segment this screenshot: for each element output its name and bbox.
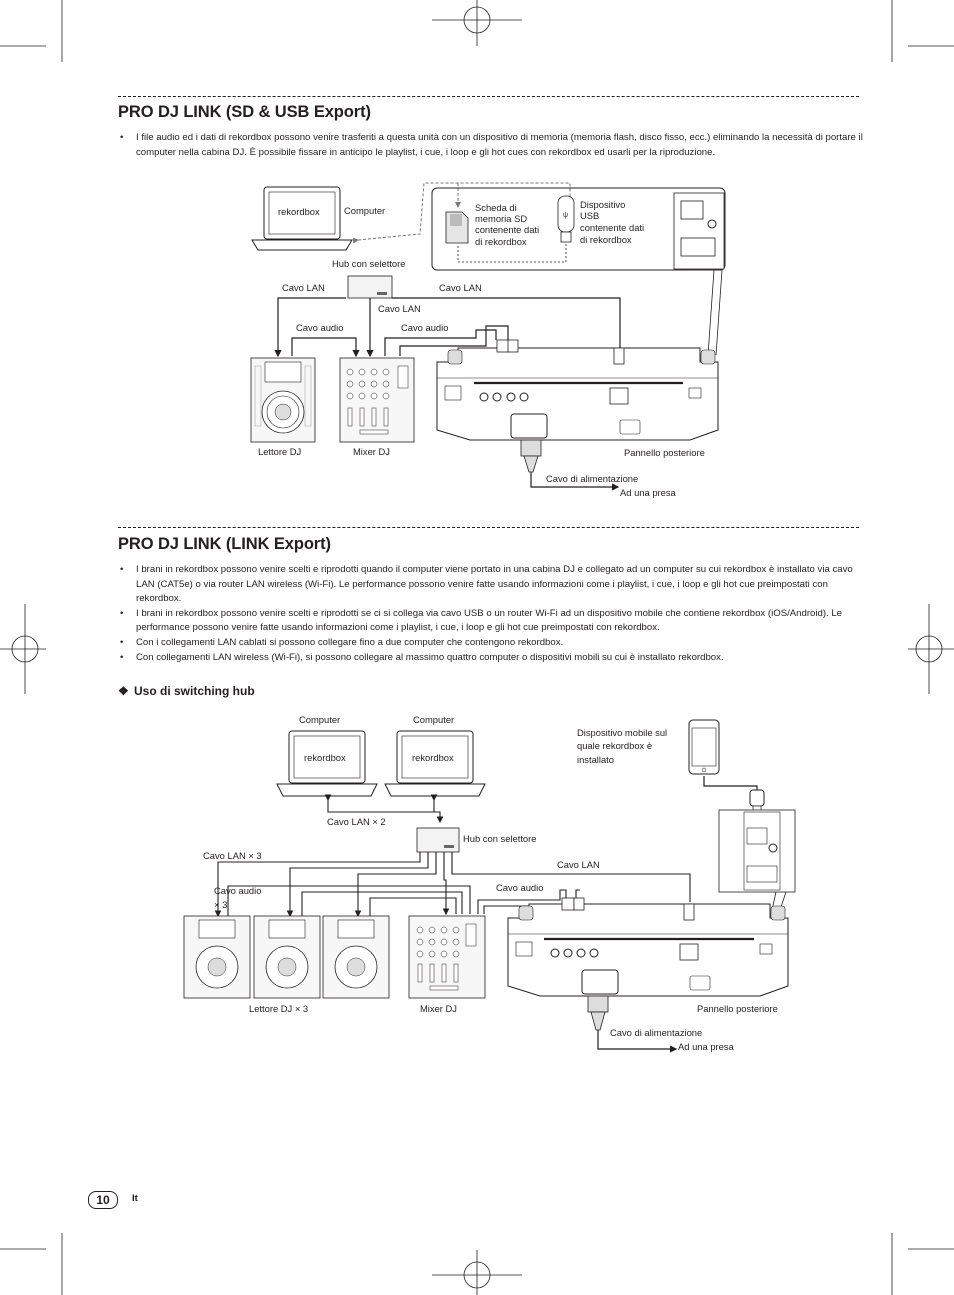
lan-cable-label: Cavo LAN × 3 bbox=[203, 850, 262, 861]
section-divider bbox=[118, 527, 859, 528]
sd-card-icon bbox=[445, 211, 469, 244]
lan-cable-label: Cavo LAN bbox=[439, 282, 482, 293]
laptop-icon bbox=[251, 186, 353, 251]
computer-label: Computer bbox=[299, 714, 340, 725]
sd-card-label-line: contenente dati bbox=[475, 224, 539, 235]
dj-player-icon bbox=[250, 357, 316, 443]
usb-device-label-line: Dispositivo bbox=[580, 199, 625, 210]
sd-card-label-line: Scheda di bbox=[475, 202, 517, 213]
zoomed-front-panel bbox=[673, 192, 725, 270]
dj-players-label: Lettore DJ × 3 bbox=[249, 1003, 308, 1014]
rekordbox-label: rekordbox bbox=[278, 206, 320, 217]
power-cable-icon bbox=[587, 995, 678, 1053]
bullet-list: I file audio ed i dati di rekordbox poss… bbox=[118, 131, 863, 160]
power-cable-label: Cavo di alimentazione bbox=[610, 1027, 702, 1038]
audio-cable-label: Cavo audio bbox=[296, 322, 343, 333]
power-cable-label: Cavo di alimentazione bbox=[546, 473, 638, 484]
mobile-label-line: quale rekordbox è bbox=[577, 740, 652, 751]
dj-player-icon bbox=[253, 915, 321, 999]
bullet-item: I brani in rekordbox possono venire scel… bbox=[118, 563, 863, 607]
page-number: 10 bbox=[88, 1191, 118, 1209]
usb-device-label-line: contenente dati bbox=[580, 222, 644, 233]
diamond-bullet-icon: ❖ bbox=[118, 684, 129, 698]
bullet-item: Con i collegamenti LAN cablati si posson… bbox=[118, 636, 863, 651]
dj-mixer-icon bbox=[408, 915, 486, 999]
bullet-list: I brani in rekordbox possono venire scel… bbox=[118, 563, 863, 665]
audio-cable-label-line: Cavo audio bbox=[214, 885, 261, 896]
mobile-label-line: Dispositivo mobile sul bbox=[577, 727, 667, 738]
hub-label: Hub con selettore bbox=[463, 833, 536, 844]
section-title: PRO DJ LINK (LINK Export) bbox=[118, 535, 331, 553]
sd-card-label-line: memoria SD bbox=[475, 213, 527, 224]
sd-card-label-line: di rekordbox bbox=[475, 236, 527, 247]
bullet-item: I file audio ed i dati di rekordbox poss… bbox=[118, 131, 863, 160]
lan-cable-label: Cavo LAN bbox=[378, 303, 421, 314]
dj-mixer-label: Mixer DJ bbox=[420, 1003, 457, 1014]
lan-cable-label: Cavo LAN bbox=[557, 859, 600, 870]
dj-player-label: Lettore DJ bbox=[258, 446, 301, 457]
lan-cable-label: Cavo LAN × 2 bbox=[327, 816, 386, 827]
computer-label: Computer bbox=[344, 205, 385, 216]
bullet-item: I brani in rekordbox possono venire scel… bbox=[118, 607, 863, 636]
subheading-text: Uso di switching hub bbox=[134, 684, 255, 698]
section-title: PRO DJ LINK (SD & USB Export) bbox=[118, 103, 371, 121]
diagram-sd-usb-export: rekordbox Computer Scheda di memoria SD … bbox=[250, 182, 726, 498]
hub-label: Hub con selettore bbox=[332, 258, 405, 269]
rekordbox-label: rekordbox bbox=[412, 752, 454, 763]
dj-mixer-label: Mixer DJ bbox=[353, 446, 390, 457]
dj-player-icon bbox=[183, 915, 251, 999]
usb-stick-icon: ψ bbox=[557, 195, 575, 243]
subheading: ❖ Uso di switching hub bbox=[118, 684, 255, 698]
computer-label: Computer bbox=[413, 714, 454, 725]
dj-player-icon bbox=[322, 915, 390, 999]
rear-panel-label: Pannello posteriore bbox=[697, 1003, 778, 1014]
audio-cable-label: Cavo audio bbox=[401, 322, 448, 333]
switching-hub-icon bbox=[416, 827, 460, 853]
outlet-label: Ad una presa bbox=[620, 487, 677, 498]
rear-panel-illustration bbox=[507, 897, 789, 997]
power-cable-icon bbox=[520, 439, 620, 491]
rekordbox-label: rekordbox bbox=[304, 752, 346, 763]
bullet-item: Con collegamenti LAN wireless (Wi-Fi), s… bbox=[118, 651, 863, 666]
laptop-icon bbox=[384, 730, 486, 797]
laptop-icon bbox=[276, 730, 378, 797]
usb-device-label-line: USB bbox=[580, 210, 599, 221]
mobile-phone-icon bbox=[688, 719, 720, 775]
rear-panel-label: Pannello posteriore bbox=[624, 447, 705, 458]
svg-text:ψ: ψ bbox=[563, 212, 568, 219]
outlet-label: Ad una presa bbox=[678, 1041, 735, 1052]
usb-device-label-line: di rekordbox bbox=[580, 234, 632, 245]
audio-cable-label-line: × 3 bbox=[214, 899, 227, 910]
dj-mixer-icon bbox=[339, 357, 415, 443]
language-code: It bbox=[132, 1193, 138, 1204]
audio-cable-label: Cavo audio bbox=[496, 882, 543, 893]
mobile-label-line: installato bbox=[577, 754, 614, 765]
zoomed-front-panel bbox=[718, 809, 796, 893]
lan-cable-label: Cavo LAN bbox=[282, 282, 325, 293]
section-divider bbox=[118, 96, 859, 97]
rear-panel-illustration bbox=[436, 339, 719, 441]
